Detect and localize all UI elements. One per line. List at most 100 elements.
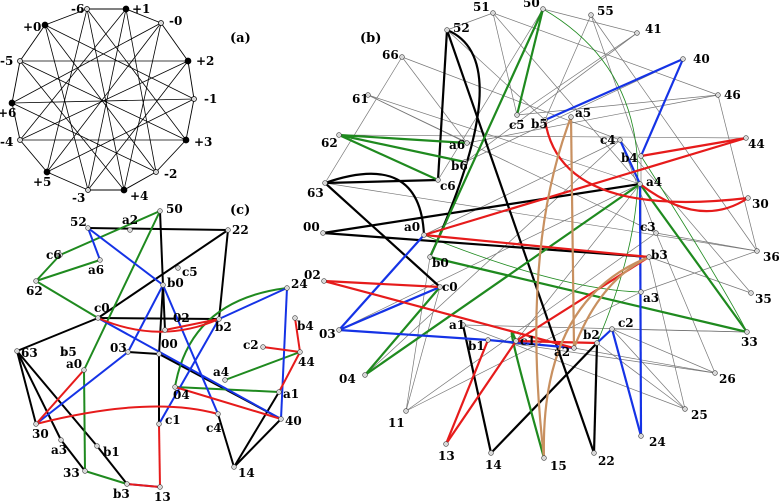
label-a-p1: +1	[132, 2, 150, 16]
edge-a-cycle-m0	[160, 22, 189, 62]
edge-c-14-c4	[217, 413, 235, 468]
label-c-24: 24	[291, 277, 308, 291]
edge-a-diameter-m0	[46, 22, 162, 173]
node-b-22	[591, 450, 597, 456]
node-a-m1	[191, 96, 197, 102]
edge-c-52-a6	[87, 227, 101, 261]
node-c-b4	[292, 315, 298, 321]
label-c-b2: b2	[215, 320, 232, 334]
label-c-b1: b1	[103, 445, 120, 459]
node-c-c1	[156, 421, 162, 427]
node-b-33	[744, 329, 750, 335]
label-b-66: 66	[382, 48, 399, 62]
label-b-a3: a3	[643, 291, 659, 305]
edge-b-thin-2	[492, 12, 641, 185]
edge-b-thin-7	[590, 14, 642, 157]
node-c-a6	[97, 257, 103, 263]
edge-b-thin-green-arc-3	[423, 234, 642, 293]
node-c-33	[82, 468, 88, 474]
edge-b-52-22	[445, 29, 596, 454]
node-b-a4	[637, 181, 643, 187]
label-a-p3: +3	[194, 135, 212, 149]
node-b-03	[336, 327, 342, 333]
label-b-b3: b3	[651, 248, 668, 262]
node-b-c2	[609, 326, 615, 332]
node-b-c0	[437, 284, 443, 290]
edge-b-a0-b3	[423, 233, 650, 259]
node-b-46	[715, 92, 721, 98]
edge-c-14-a1	[233, 391, 280, 468]
edge-a-cycle-m1	[185, 98, 195, 141]
edge-c-04-40	[174, 386, 282, 420]
node-c-13	[157, 484, 163, 490]
node-c-c5	[175, 265, 181, 271]
edge-b-b0-52	[428, 28, 481, 258]
edge-b-thin-45	[364, 139, 621, 376]
label-c-a3: a3	[51, 443, 67, 457]
label-a-p0: +0	[23, 20, 41, 34]
node-b-c6	[435, 177, 441, 183]
edge-a-cycle-p5	[19, 139, 48, 173]
edge-b-thin-14	[367, 94, 641, 185]
label-a-p5: +5	[33, 175, 51, 189]
node-c-c6	[57, 252, 63, 258]
label-a-m5: -5	[0, 54, 13, 68]
edge-c-03-30	[35, 351, 129, 425]
label-b-51: 51	[473, 0, 490, 14]
node-c-02	[162, 327, 168, 333]
label-c-a1: a1	[283, 387, 299, 401]
node-b-a0	[421, 232, 427, 238]
edge-a-chord-m3	[44, 24, 89, 191]
node-b-c4	[617, 137, 623, 143]
edge-c-44-a4	[224, 351, 301, 381]
label-b-a0: a0	[404, 220, 420, 234]
label-b-63: 63	[307, 186, 324, 200]
edge-b-thin-43	[324, 182, 758, 252]
edge-b-00-a4	[322, 182, 641, 235]
edge-b-thin-8	[590, 14, 758, 252]
edge-b-40-b4	[639, 58, 685, 157]
node-b-a6	[464, 140, 470, 146]
node-c-b3	[124, 481, 130, 487]
node-b-50	[540, 6, 546, 12]
edge-b-03-a0	[338, 234, 425, 331]
label-c-a0: a0	[66, 357, 82, 371]
edge-b-thin-40	[405, 256, 431, 412]
edge-b-thin-11	[401, 56, 468, 144]
label-b-25: 25	[691, 408, 708, 422]
label-a-p6: +6	[0, 106, 16, 120]
edge-b-02-c0	[323, 279, 441, 289]
edge-a-chord-m2	[11, 102, 157, 173]
edge-a-diameter-m1	[11, 98, 195, 104]
node-b-15	[541, 455, 547, 461]
edge-b-a4-24	[638, 183, 643, 437]
node-b-a5	[568, 114, 574, 120]
node-b-b5	[542, 117, 548, 123]
label-c-c4: c4	[206, 421, 222, 435]
edge-b-thin-13	[401, 56, 621, 141]
panel-a-edges	[11, 8, 195, 191]
edge-b-b3-a2	[572, 256, 650, 349]
edge-c-63-30	[16, 350, 37, 425]
node-b-b1	[485, 337, 491, 343]
label-b-00: 00	[303, 220, 320, 234]
edge-b-c6-63	[324, 178, 439, 185]
label-a-m4: -4	[0, 135, 13, 149]
label-b-b6: b6	[451, 159, 468, 173]
label-c-00: 00	[161, 337, 178, 351]
label-c-44: 44	[298, 355, 315, 369]
node-c-62	[33, 278, 39, 284]
edge-c-14-40	[233, 418, 282, 468]
node-c-00	[156, 351, 162, 357]
edge-b-c4-a4	[618, 139, 642, 185]
edge-c-24-04	[174, 287, 288, 388]
node-a-p1	[122, 5, 130, 13]
label-b-a4: a4	[646, 175, 662, 189]
node-b-13	[443, 441, 449, 447]
label-c-b4: b4	[297, 319, 314, 333]
label-a-m0: -0	[169, 14, 182, 28]
edge-b-thin-green-arc-1	[542, 8, 639, 344]
label-b-40: 40	[693, 52, 710, 66]
node-c-b1	[94, 443, 100, 449]
node-b-a1	[460, 322, 466, 328]
